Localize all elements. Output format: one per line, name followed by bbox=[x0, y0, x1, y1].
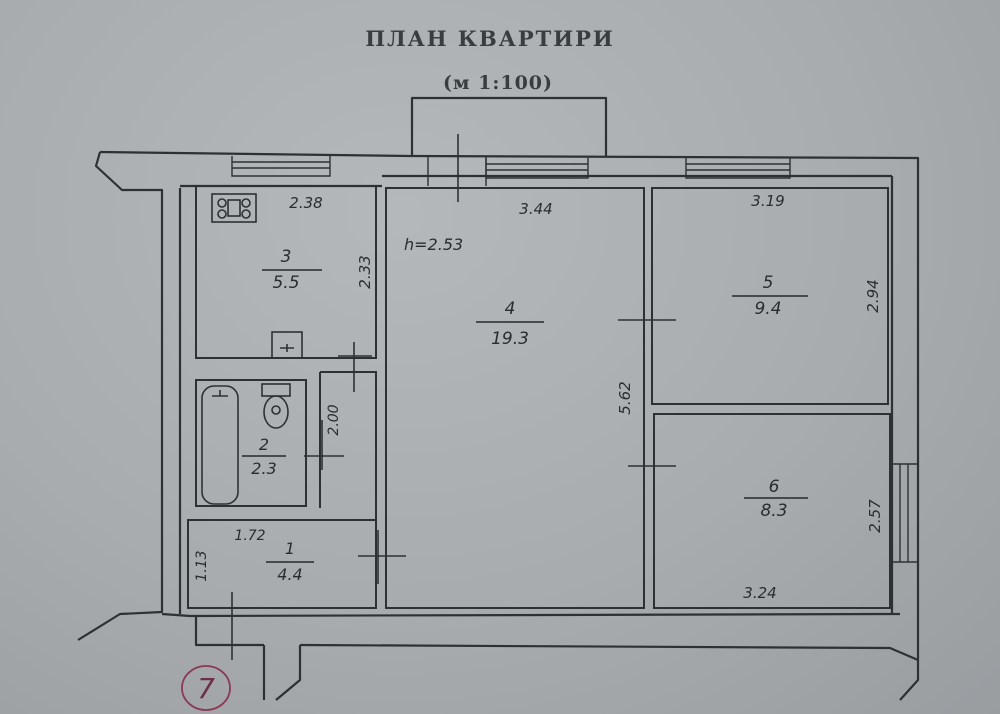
room-1-dim-side: 1.13 bbox=[194, 550, 210, 581]
room-5-number: 5 bbox=[763, 273, 774, 293]
plan-title: ПЛАН КВАРТИРИ bbox=[365, 26, 615, 51]
room-4-living bbox=[385, 187, 645, 609]
bathtub-icon bbox=[201, 385, 239, 505]
room-3-dim-top: 2.38 bbox=[289, 194, 322, 212]
room-2-dim-side: 2.00 bbox=[326, 404, 342, 435]
apartment-number-stamp: 7 bbox=[181, 665, 231, 711]
plan-scale: (м 1:100) bbox=[443, 72, 553, 94]
room-2-area: 2.3 bbox=[251, 459, 276, 478]
window-bedroom-6 bbox=[892, 463, 919, 563]
room-4-number: 4 bbox=[505, 299, 516, 319]
windows bbox=[231, 156, 919, 563]
room-6-dim-bottom: 3.24 bbox=[743, 584, 776, 602]
room-5-dim-top: 3.19 bbox=[751, 192, 784, 210]
bottom-wall bbox=[189, 612, 901, 618]
balcony-door bbox=[427, 156, 487, 186]
room-2-number: 2 bbox=[259, 435, 269, 454]
balcony bbox=[410, 96, 608, 156]
toilet-icon bbox=[261, 383, 291, 429]
window-kitchen bbox=[231, 156, 331, 177]
room-3-number: 3 bbox=[281, 247, 292, 267]
room-3-area: 5.5 bbox=[272, 273, 299, 293]
room-4-area: 19.3 bbox=[491, 329, 529, 349]
room-4-dim-side: 5.62 bbox=[616, 381, 634, 414]
apartment-number: 7 bbox=[197, 672, 215, 705]
room-5-dim-side: 2.94 bbox=[864, 279, 882, 312]
ceiling-height: h=2.53 bbox=[404, 235, 463, 254]
room-6-dim-side: 2.57 bbox=[866, 499, 884, 533]
room-6-bedroom bbox=[653, 413, 891, 609]
room-2-bathroom bbox=[195, 379, 307, 507]
room-5-bedroom bbox=[651, 187, 889, 405]
room-1-area: 4.4 bbox=[277, 565, 302, 584]
stove-icon bbox=[211, 193, 257, 223]
room-6-area: 8.3 bbox=[760, 501, 787, 521]
room-1-number: 1 bbox=[285, 539, 295, 558]
room-3-dim-side: 2.33 bbox=[356, 255, 374, 288]
sink-icon bbox=[271, 331, 303, 359]
window-bedroom-5 bbox=[685, 158, 791, 179]
room-1-dim-top: 1.72 bbox=[234, 528, 265, 544]
room-4-dim-top: 3.44 bbox=[519, 200, 552, 218]
room-5-area: 9.4 bbox=[754, 299, 781, 319]
room-1-hall bbox=[187, 519, 377, 609]
outer-wall bbox=[99, 150, 920, 701]
door-marks bbox=[231, 134, 676, 660]
room-6-number: 6 bbox=[769, 477, 780, 497]
